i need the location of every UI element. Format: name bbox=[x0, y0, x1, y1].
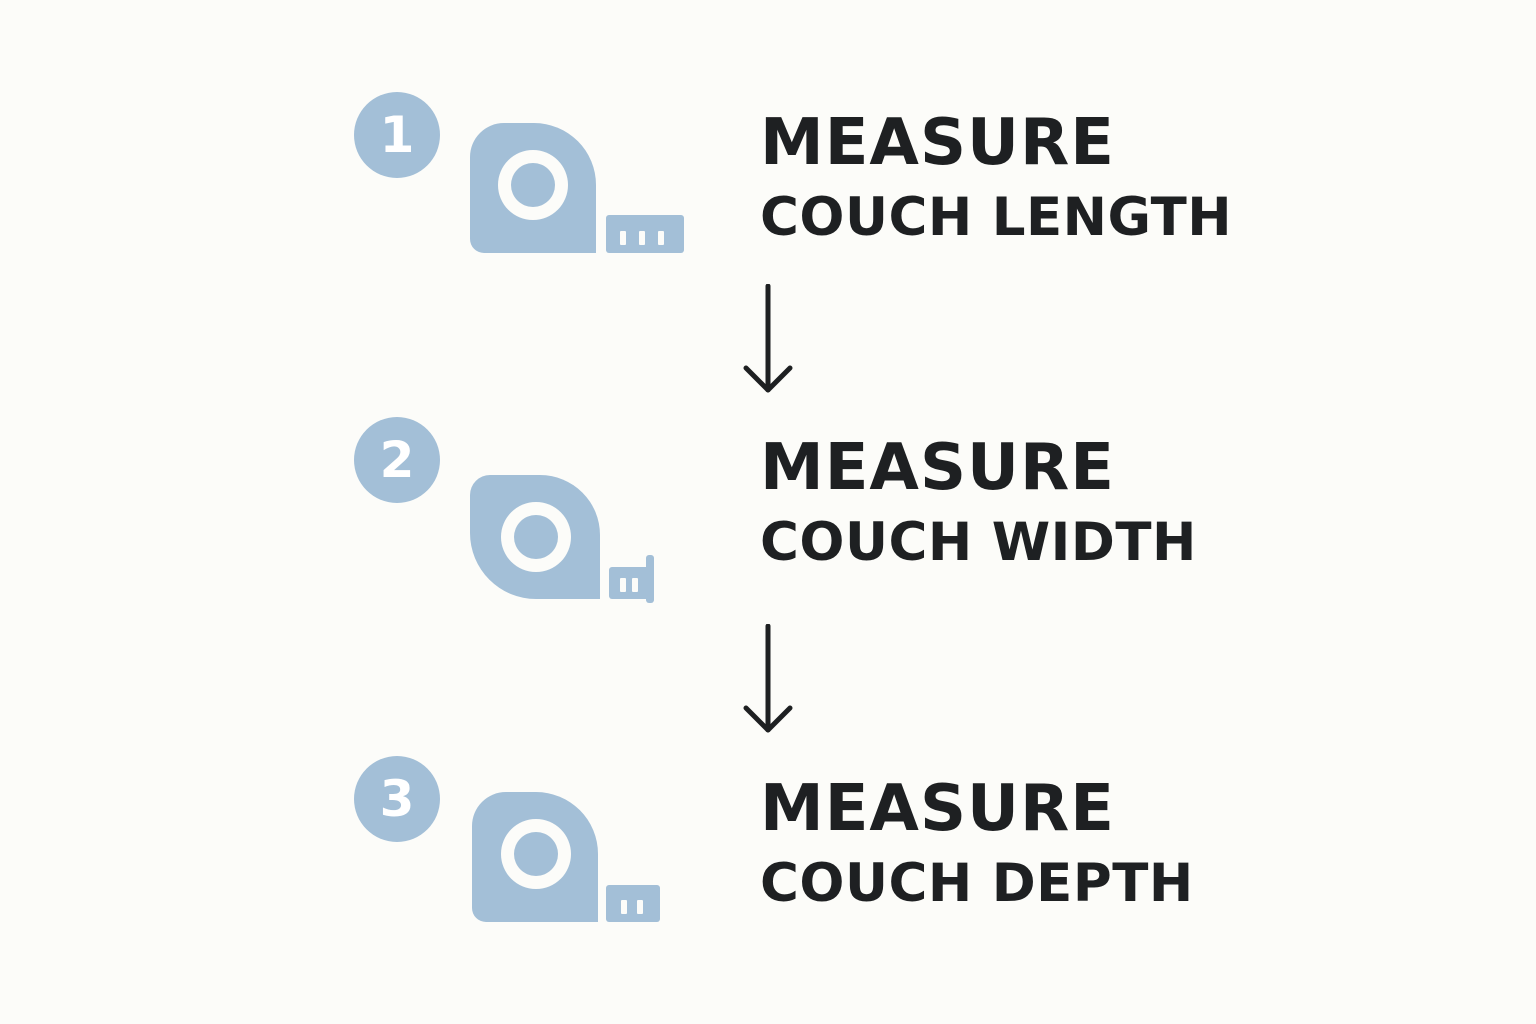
step-1: 1 MEASURE COUCH LENGTH bbox=[0, 90, 1536, 270]
step-subtitle: COUCH WIDTH bbox=[760, 512, 1197, 573]
step-number-badge: 3 bbox=[354, 756, 440, 842]
tape-measure-icon bbox=[470, 123, 684, 253]
step-3: 3 MEASURE COUCH DEPTH bbox=[0, 756, 1536, 936]
step-2: 2 MEASURE COUCH WIDTH bbox=[0, 415, 1536, 603]
tape-measure-icon bbox=[470, 475, 654, 603]
tape-measure-icon bbox=[472, 792, 660, 922]
step-subtitle: COUCH LENGTH bbox=[760, 187, 1233, 248]
step-text: MEASURE COUCH LENGTH bbox=[760, 108, 1232, 250]
step-title: MEASURE bbox=[760, 106, 1115, 180]
step-title: MEASURE bbox=[760, 431, 1115, 505]
step-number-badge: 1 bbox=[354, 92, 440, 178]
arrow-down-icon bbox=[743, 284, 793, 393]
step-title: MEASURE bbox=[760, 772, 1115, 846]
step-text: MEASURE COUCH WIDTH bbox=[760, 433, 1197, 575]
arrow-down-icon bbox=[743, 624, 793, 733]
step-number-badge: 2 bbox=[354, 417, 440, 503]
step-text: MEASURE COUCH DEPTH bbox=[760, 774, 1194, 916]
step-subtitle: COUCH DEPTH bbox=[760, 853, 1194, 914]
